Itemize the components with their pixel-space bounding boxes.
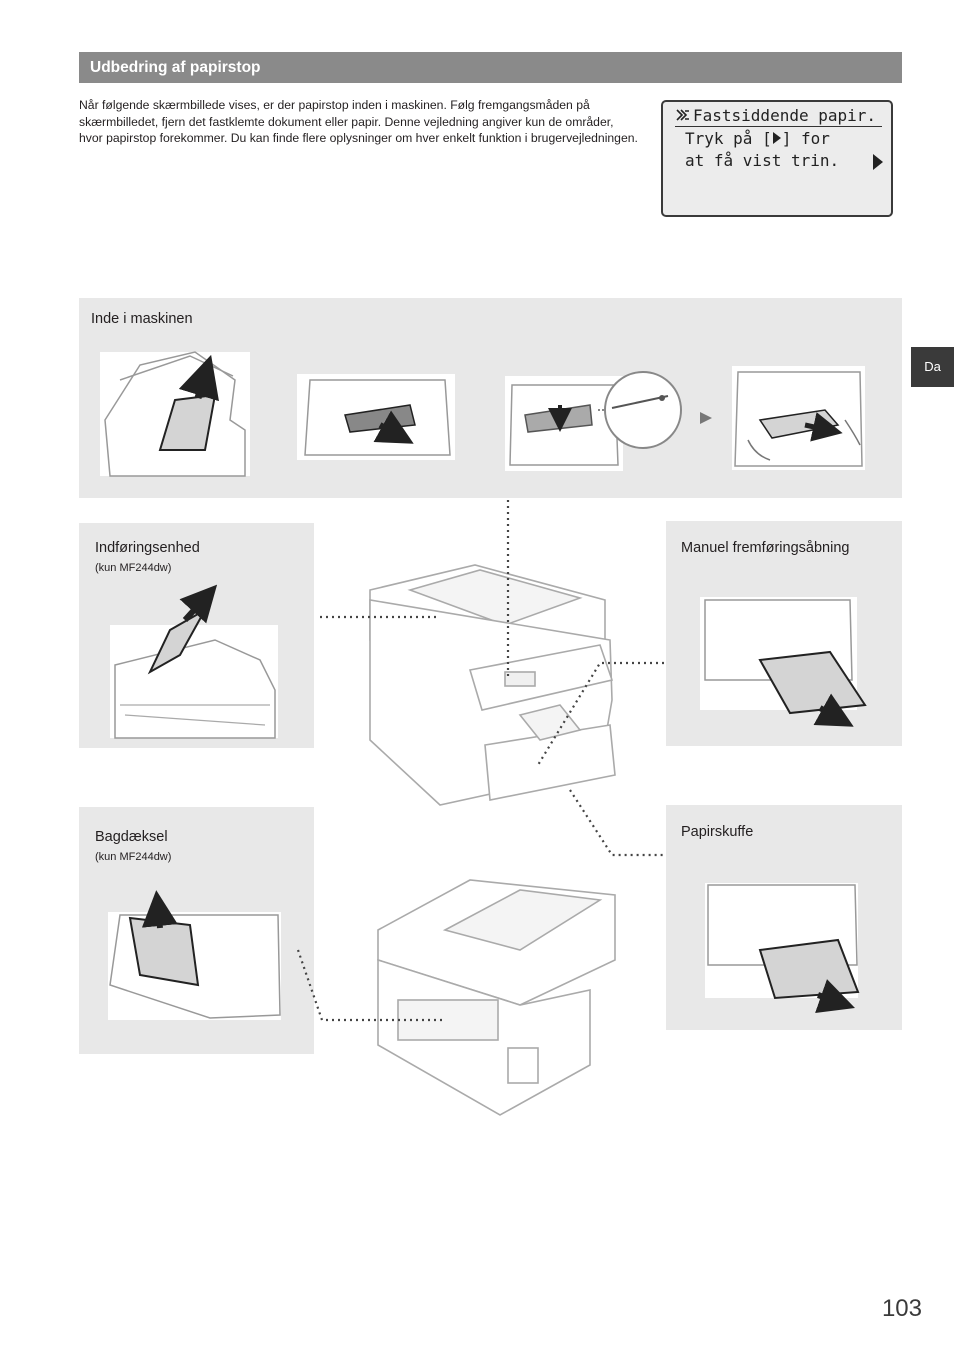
label-paper-tray: Papirskuffe — [681, 824, 754, 840]
illustration-rear-cover — [108, 890, 281, 1020]
label-manual-feed: Manuel fremføringsåbning — [681, 540, 850, 556]
language-tab: Da — [911, 347, 954, 387]
intro-paragraph: Når følgende skærmbillede vises, er der … — [79, 98, 638, 145]
illustration-printer-front — [369, 564, 616, 806]
lcd-line-2-end: ] for — [781, 129, 830, 148]
lcd-line-2: Tryk på [ ] for — [685, 129, 830, 149]
illustration-paper-tray — [705, 883, 860, 1014]
right-triangle-icon — [772, 132, 781, 144]
section-title: Udbedring af papirstop — [79, 52, 902, 83]
lcd-line-1-text: Fastsiddende papir. — [693, 106, 877, 125]
illustration-inside-step-1 — [100, 351, 250, 477]
lcd-line-2-start: Tryk på [ — [685, 129, 772, 148]
label-rear-cover: Bagdæksel — [95, 829, 168, 845]
lcd-line-1: Fastsiddende papir. — [675, 106, 882, 127]
page-number: 103 — [881, 1295, 922, 1322]
sublabel-feeder: (kun MF244dw) — [95, 562, 172, 574]
step-arrow-icon — [700, 412, 712, 424]
paper-jam-icon — [676, 109, 689, 121]
lcd-line-3: at få vist trin. — [685, 151, 840, 170]
illustration-printer-rear — [377, 879, 616, 1116]
sublabel-rear-cover: (kun MF244dw) — [95, 851, 172, 863]
illustration-inside-step-2 — [297, 374, 455, 460]
illustration-manual-feed — [700, 597, 867, 727]
label-inside-machine: Inde i maskinen — [91, 311, 193, 327]
connector-lines — [296, 500, 664, 1022]
illustration-inside-step-3 — [505, 371, 682, 471]
illustration-inside-step-4 — [732, 366, 865, 470]
illustration-feeder — [110, 584, 278, 739]
next-arrow-icon — [873, 154, 883, 170]
lcd-screen: Fastsiddende papir. Tryk på [ ] for at få… — [661, 100, 893, 217]
label-feeder: Indføringsenhed — [95, 540, 200, 556]
